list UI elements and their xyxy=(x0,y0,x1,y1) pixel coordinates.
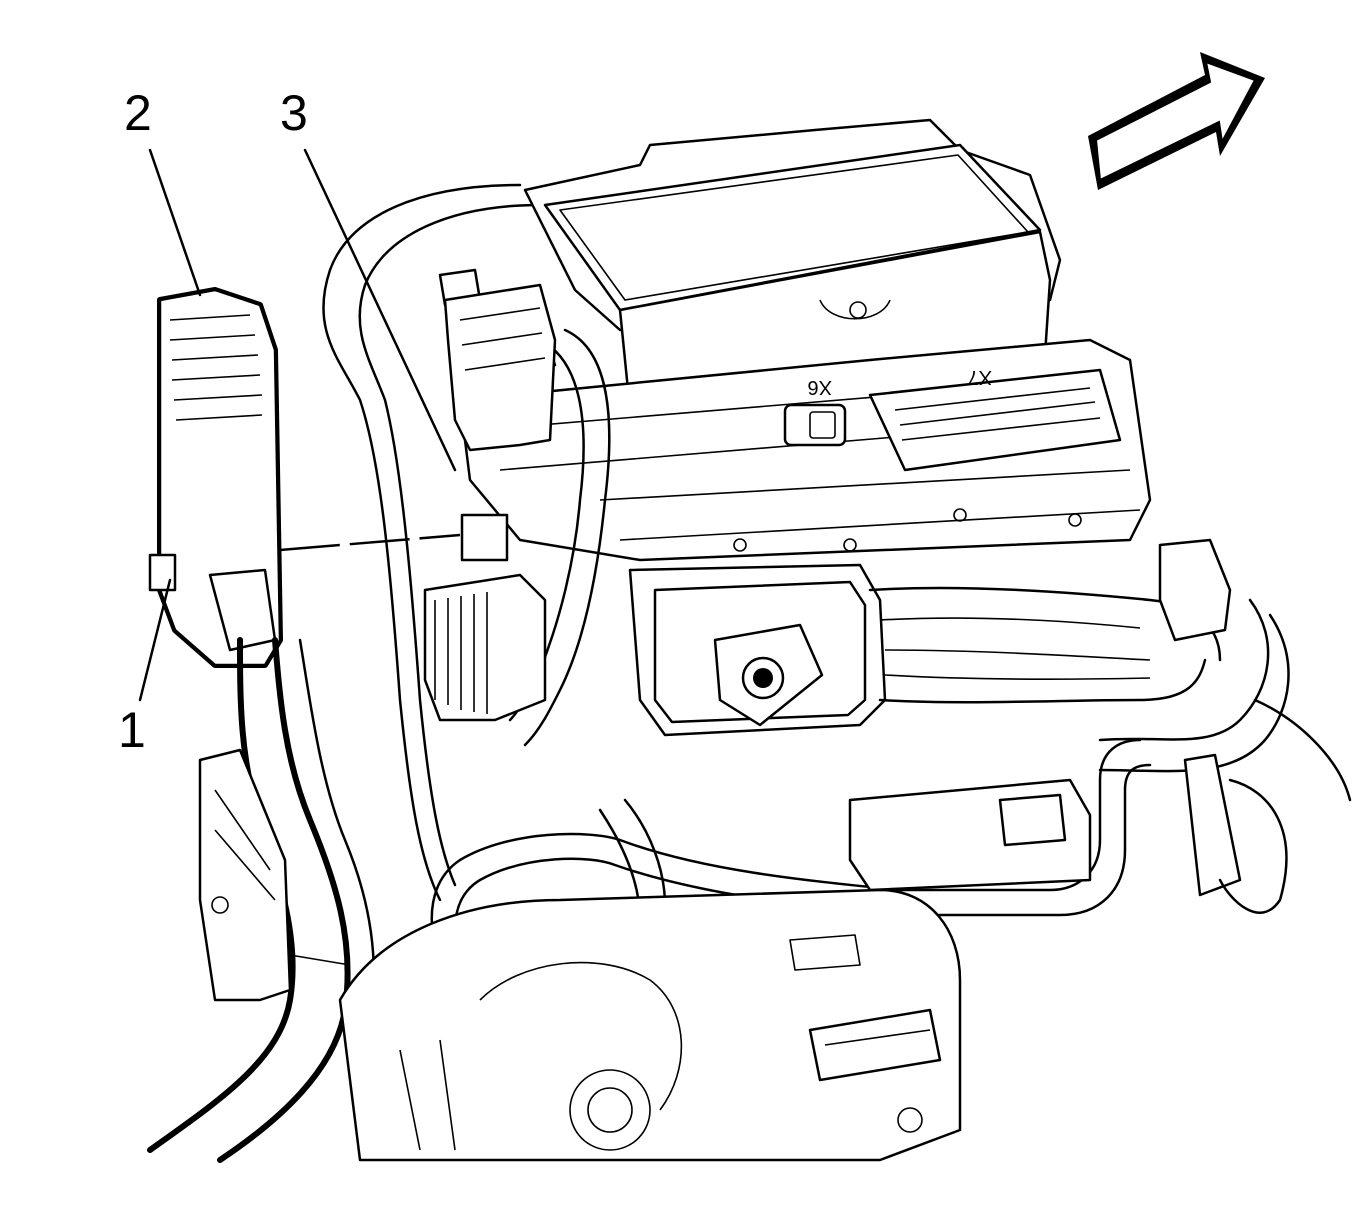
leader-line-3 xyxy=(303,148,457,472)
alignment-dashed-line xyxy=(279,533,461,552)
connector-item-3 xyxy=(438,268,557,562)
x7-connector: X7 xyxy=(868,366,1122,472)
callout-2: 2 xyxy=(124,85,152,141)
leader-lines xyxy=(138,148,461,702)
coolant-reservoir xyxy=(848,778,1092,892)
x6-connector: X6 xyxy=(783,376,847,447)
leader-line-2 xyxy=(148,148,202,297)
finned-connector-body xyxy=(423,573,547,722)
transmission-housing xyxy=(338,888,962,1162)
leader-line-1 xyxy=(138,578,172,702)
connector-item-1-2 xyxy=(148,287,283,668)
x6-label: X6 xyxy=(808,376,832,398)
coolant-hose-loop xyxy=(322,183,542,902)
callout-3: 3 xyxy=(280,85,308,141)
callout-1: 1 xyxy=(118,702,146,758)
lower-left-bracket xyxy=(198,748,292,1002)
front-direction-arrow-icon xyxy=(1088,52,1265,190)
hv-cable-connector xyxy=(628,563,887,737)
x7-label: X7 xyxy=(968,366,992,388)
right-hose-assembly xyxy=(1098,538,1352,914)
